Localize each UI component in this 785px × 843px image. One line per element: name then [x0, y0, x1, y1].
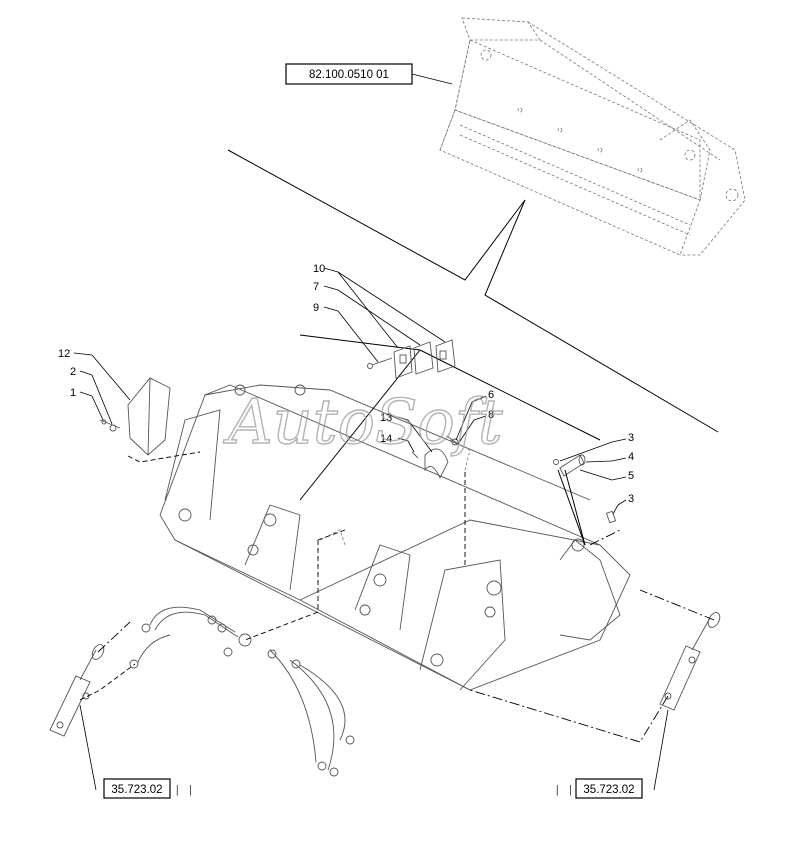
reference-label-left: 35.723.02: [111, 784, 162, 796]
callout-4: 4: [628, 451, 634, 463]
callout-3-top: 3: [628, 432, 634, 444]
reference-box-left[interactable]: 35.723.02 | |: [79, 704, 194, 799]
cylinder-left: [49, 644, 105, 737]
callout-10: 8: [488, 409, 494, 421]
callout-3-bottom: 3: [628, 493, 634, 505]
reference-label-top: 82.100.0510 01: [309, 69, 389, 81]
callout-12: 12: [58, 348, 70, 360]
callout-13: 13: [380, 412, 392, 424]
callout-9: 9: [313, 302, 319, 314]
leader-ribs: [299, 334, 601, 501]
pin-parts-right: [553, 454, 621, 546]
block-part-12: [99, 377, 201, 463]
reference-box-top[interactable]: 82.100.0510 01: [285, 63, 453, 85]
reference-box-right[interactable]: 35.723.02 | |: [554, 709, 669, 799]
callout-14: 14: [380, 433, 392, 445]
cylinder-right: [659, 612, 721, 711]
hydraulic-hoses: [129, 606, 355, 777]
connection-lines: [79, 470, 715, 743]
mark-left: | |: [174, 785, 194, 797]
clip-parts: [411, 435, 459, 480]
watermark-logo: AutoSoft: [223, 385, 503, 458]
callout-5: 5: [628, 470, 634, 482]
callout-2: 2: [70, 366, 76, 378]
wear-pads: [367, 339, 456, 379]
callout-6: 6: [488, 389, 494, 401]
callout-7: 7: [313, 281, 319, 293]
callouts: 10 7 9 12 2 1 6 8 13 14: [58, 263, 634, 515]
section-break-line: [227, 149, 719, 433]
upper-bucket-drawing: [439, 17, 746, 256]
reference-label-right: 35.723.02: [583, 784, 634, 796]
callout-8: 10: [313, 263, 325, 275]
callout-1: 1: [70, 387, 76, 399]
lower-bucket-drawing: [159, 384, 631, 691]
mark-right: | |: [554, 785, 574, 797]
